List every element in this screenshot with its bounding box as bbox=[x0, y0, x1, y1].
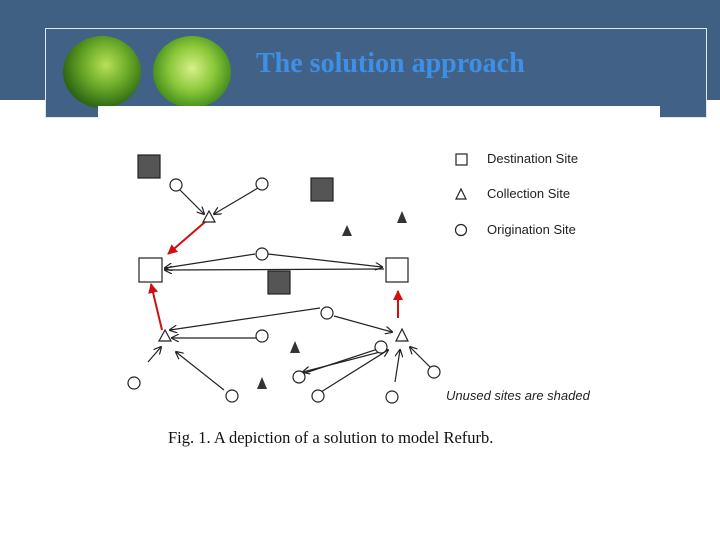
origination-site bbox=[169, 178, 183, 192]
legend-label: Origination Site bbox=[487, 222, 576, 237]
origination-sites bbox=[127, 177, 441, 404]
origination-site bbox=[127, 376, 141, 390]
flow-arrow bbox=[320, 350, 388, 393]
destination-site bbox=[385, 257, 409, 283]
leaf-logo-icon bbox=[63, 36, 141, 108]
flow-arrow bbox=[147, 347, 161, 363]
flow-arrows bbox=[147, 187, 431, 393]
destination-site-unused bbox=[137, 154, 161, 179]
flow-arrow bbox=[165, 253, 256, 268]
flow-arrow bbox=[165, 269, 385, 270]
destination-sites bbox=[137, 154, 409, 295]
leaf-logo-icon bbox=[153, 36, 231, 108]
network-diagram: Destination Site Collection Site Origina… bbox=[127, 151, 591, 447]
flow-arrow bbox=[214, 187, 259, 214]
origination-site bbox=[374, 340, 388, 354]
origination-site bbox=[225, 389, 239, 403]
origination-site bbox=[255, 247, 269, 261]
legend: Destination Site Collection Site Origina… bbox=[454, 151, 578, 237]
destination-site-unused bbox=[310, 177, 334, 202]
figure-caption: Fig. 1. A depiction of a solution to mod… bbox=[168, 428, 493, 447]
flow-arrow bbox=[176, 352, 225, 391]
destination-site bbox=[138, 257, 163, 283]
flow-arrow bbox=[394, 350, 400, 383]
highlight-arrows bbox=[148, 221, 403, 331]
origination-site bbox=[427, 365, 441, 379]
collection-site-unused bbox=[290, 341, 300, 353]
slide-title: The solution approach bbox=[256, 48, 525, 79]
collection-site bbox=[395, 327, 409, 342]
flow-arrow bbox=[303, 350, 385, 372]
highlight-arrow bbox=[148, 283, 163, 331]
highlight-arrow bbox=[167, 221, 206, 255]
origination-site bbox=[255, 329, 269, 343]
collection-site bbox=[201, 209, 217, 223]
flow-arrow bbox=[179, 189, 204, 214]
origination-site bbox=[311, 389, 325, 403]
collection-sites bbox=[157, 209, 409, 389]
flow-arrow bbox=[333, 315, 392, 332]
flow-arrow bbox=[410, 347, 431, 368]
legend-square-icon bbox=[455, 153, 468, 166]
legend-label: Destination Site bbox=[487, 151, 578, 166]
solution-figure: Destination Site Collection Site Origina… bbox=[98, 106, 660, 456]
origination-site bbox=[320, 306, 334, 320]
collection-site-unused bbox=[257, 377, 267, 389]
origination-site bbox=[292, 370, 306, 384]
legend-label: Collection Site bbox=[487, 186, 570, 201]
origination-site bbox=[385, 390, 399, 404]
collection-site bbox=[157, 328, 173, 342]
flow-arrow bbox=[170, 307, 321, 330]
legend-circle-icon bbox=[454, 223, 468, 237]
collection-site-unused bbox=[342, 225, 352, 236]
collection-site-unused bbox=[397, 211, 407, 223]
unused-note: Unused sites are shaded bbox=[446, 388, 591, 403]
flow-arrow bbox=[267, 253, 382, 267]
destination-site-unused bbox=[267, 270, 291, 295]
origination-site bbox=[255, 177, 269, 191]
flow-arrow bbox=[301, 347, 384, 375]
legend-triangle-icon bbox=[455, 187, 467, 200]
